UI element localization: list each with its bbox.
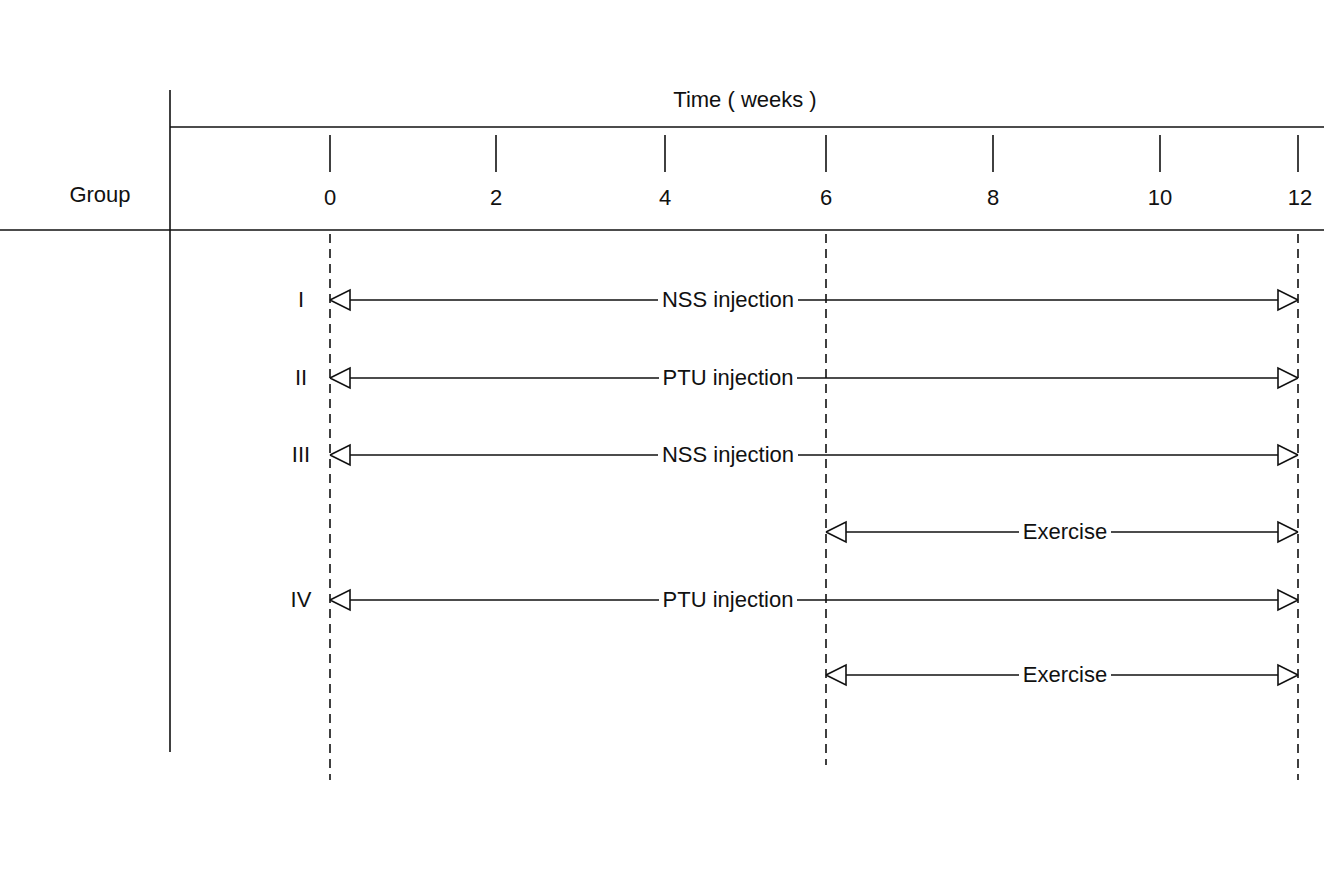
arrow-head <box>1278 290 1298 310</box>
arrow-head <box>330 445 350 465</box>
group-label: II <box>294 365 308 390</box>
arrow-head <box>826 522 846 542</box>
tick-label: 12 <box>1287 185 1313 210</box>
bar-label: PTU injection <box>659 365 798 390</box>
bar-label: PTU injection <box>659 587 798 612</box>
tick-mark <box>1159 135 1161 172</box>
arrow-head <box>330 368 350 388</box>
arrow-head <box>826 665 846 685</box>
bar-label: NSS injection <box>658 442 798 467</box>
group-label: IV <box>290 587 313 612</box>
arrow-head <box>330 290 350 310</box>
tick-label: 10 <box>1147 185 1173 210</box>
dashed-guide <box>329 234 331 780</box>
group-label: III <box>291 442 311 467</box>
bar-label: NSS injection <box>658 287 798 312</box>
group-label: I <box>297 287 305 312</box>
tick-label: 0 <box>323 185 337 210</box>
tick-label: 8 <box>986 185 1000 210</box>
tick-label: 2 <box>489 185 503 210</box>
arrow-head <box>330 590 350 610</box>
arrow-head <box>1278 445 1298 465</box>
arrow-shaft <box>350 377 1278 379</box>
bar-label: Exercise <box>1019 519 1111 544</box>
arrow-shaft <box>350 299 1278 301</box>
column-header: Group <box>68 182 131 207</box>
bar-label: Exercise <box>1019 662 1111 687</box>
arrow-shaft <box>350 599 1278 601</box>
tick-label: 6 <box>819 185 833 210</box>
dashed-guide <box>1297 234 1299 780</box>
axis-line <box>170 126 1324 128</box>
axis-title: Time ( weeks ) <box>669 87 820 112</box>
tick-mark <box>992 135 994 172</box>
tick-mark <box>1297 135 1299 172</box>
header-rule <box>0 229 1324 231</box>
arrow-head <box>1278 590 1298 610</box>
tick-mark <box>495 135 497 172</box>
period-arrow <box>330 368 1298 388</box>
tick-mark <box>664 135 666 172</box>
arrow-head <box>1278 522 1298 542</box>
tick-mark <box>329 135 331 172</box>
period-arrow <box>330 590 1298 610</box>
arrow-head <box>1278 368 1298 388</box>
tick-mark <box>825 135 827 172</box>
tick-label: 4 <box>658 185 672 210</box>
arrow-shaft <box>350 454 1278 456</box>
axis-line <box>169 90 171 752</box>
arrow-head <box>1278 665 1298 685</box>
period-arrow <box>330 445 1298 465</box>
period-arrow <box>330 290 1298 310</box>
dashed-guide <box>825 234 827 765</box>
